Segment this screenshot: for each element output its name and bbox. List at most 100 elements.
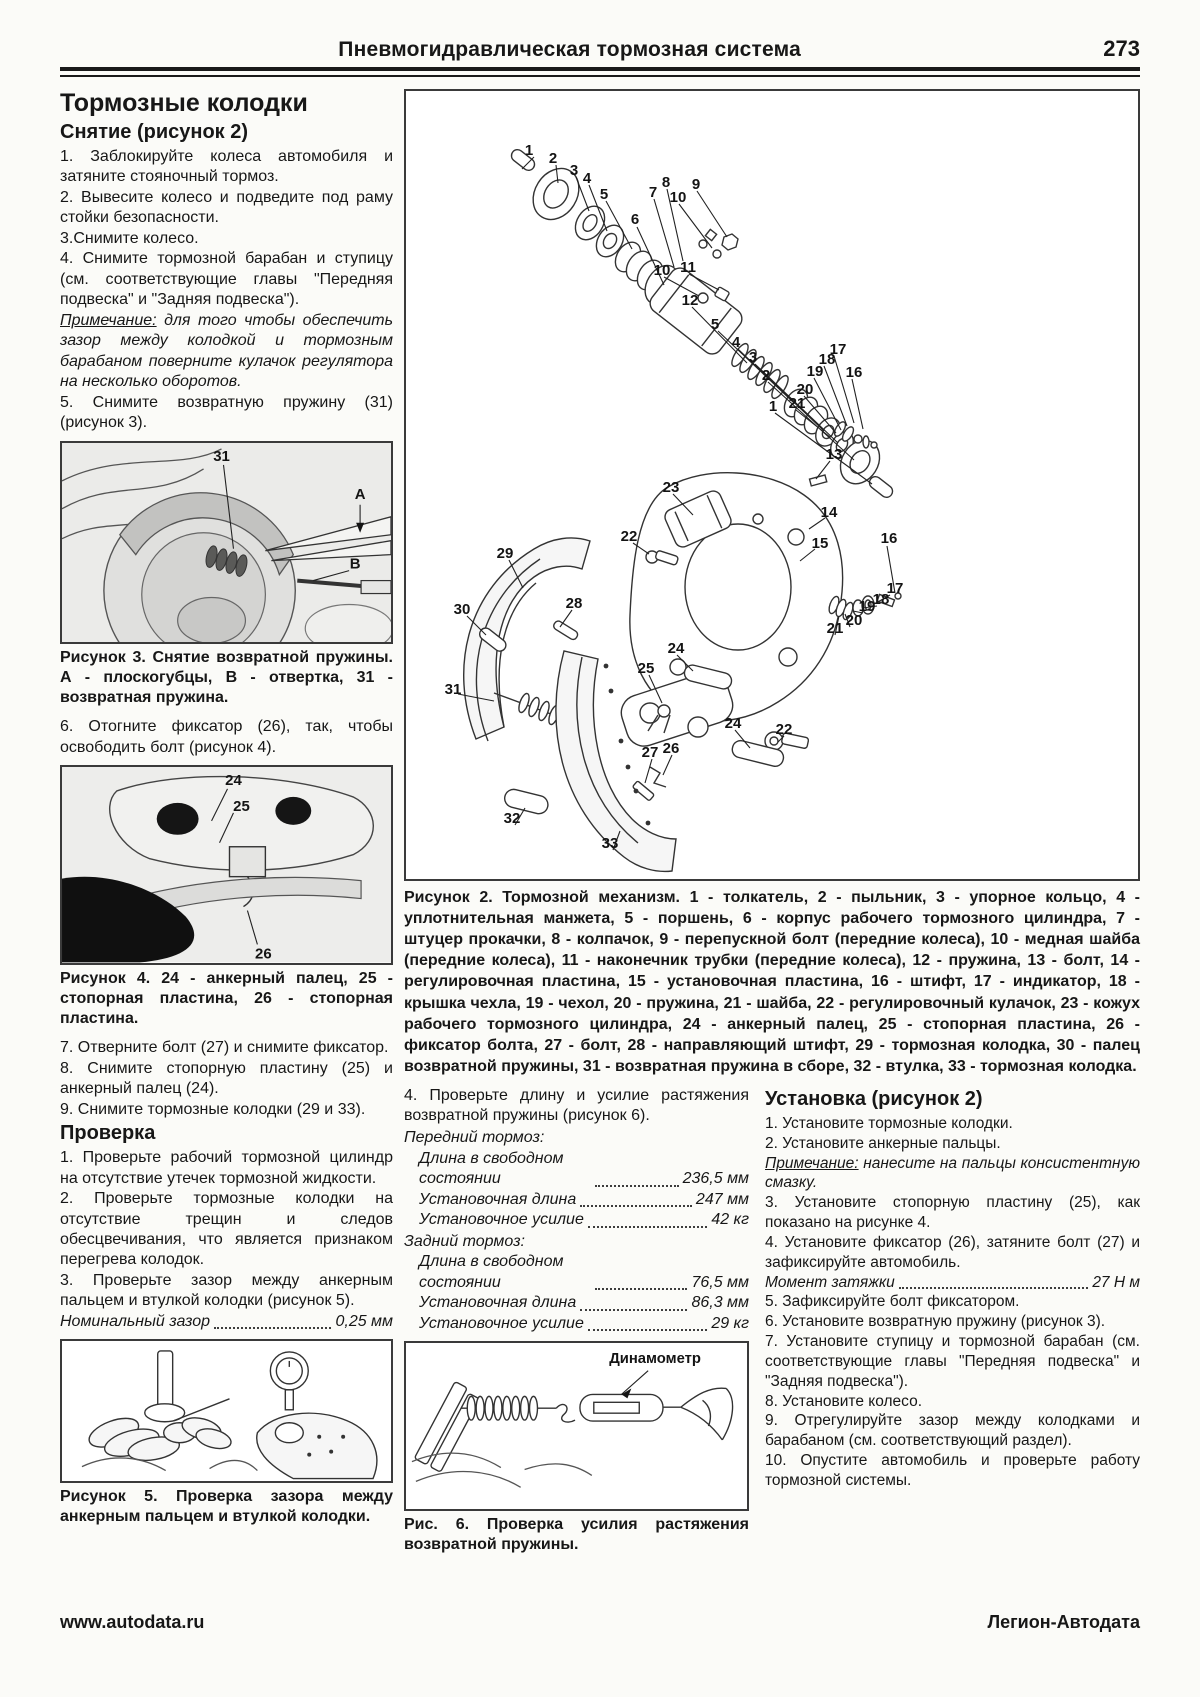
spec-value: 29 кг [711, 1314, 749, 1332]
spec-value: 27 Н м [1092, 1273, 1140, 1291]
check-step: 1. Проверьте рабочий тормозной цилиндр н… [60, 1149, 393, 1187]
spec-label: Момент затяжки [765, 1273, 895, 1291]
check-step: 2. Проверьте тормозные колодки на отсутс… [60, 1190, 393, 1269]
fig2-label: 5 [600, 186, 608, 203]
install-column: Установка (рисунок 2) 1. Установите торм… [765, 1086, 1140, 1565]
fig2-label: 9 [692, 176, 700, 193]
fig2-label: 24 [725, 715, 742, 732]
figure-6-image: Динамометр [406, 1343, 747, 1510]
note-text: для того чтобы обеспечить зазор между ко… [60, 311, 393, 391]
fig2-label: 1 [525, 142, 533, 159]
fig2-label: 8 [662, 174, 670, 191]
header-rule [60, 67, 1140, 77]
removal-step: 9. Снимите тормозные колодки (29 и 33). [60, 1100, 366, 1118]
fig2-label: 18 [819, 351, 836, 368]
check-step: 4. Проверьте длину и усилие растяжения в… [404, 1086, 749, 1125]
page-footer: www.autodata.ru Легион-Автодата [60, 1612, 1140, 1633]
note-label: Примечание: [765, 1154, 859, 1172]
figure-4-caption: Рисунок 4. 24 - анкерный палец, 25 - сто… [60, 969, 393, 1028]
subsection-removal: Снятие (рисунок 2) [60, 121, 249, 143]
spec-value: 86,3 мм [691, 1294, 749, 1312]
subsection-inspection: Проверка [60, 1122, 156, 1145]
spec-value: 76,5 мм [691, 1273, 749, 1291]
note-label: Примечание: [60, 311, 157, 329]
removal-step: 7. Отверните болт (27) и снимите фиксато… [60, 1039, 389, 1057]
fig2-label: 3 [749, 349, 757, 366]
removal-step: 1. Заблокируйте колеса автомобиля и затя… [60, 148, 393, 186]
front-brake-heading: Передний тормоз: [404, 1128, 545, 1146]
fig2-label: 30 [454, 601, 471, 618]
fig3-label: 31 [213, 448, 230, 465]
check-step: 3. Проверьте зазор между анкерным пальце… [60, 1271, 393, 1310]
spec-row: Установочная длина 86,3 мм [404, 1293, 749, 1313]
dynamometer-label: Динамометр [609, 1351, 701, 1367]
figure-5-caption: Рисунок 5. Проверка зазора между анкерны… [60, 1487, 393, 1526]
fig2-label: 28 [566, 595, 583, 612]
spec-row: Установочное усилие 42 кг [404, 1210, 749, 1230]
install-step: 8. Установите колесо. [765, 1392, 923, 1410]
spec-label: Длина в свободном состоянии [419, 1253, 564, 1291]
fig2-label: 17 [830, 341, 847, 358]
dot-leader [580, 1308, 688, 1311]
spec-row: Длина в свободном состоянии 236,5 мм [404, 1149, 749, 1190]
install-step: 4. Установите фиксатор (26), затяните бо… [765, 1233, 1140, 1271]
spec-row: Установочное усилие 29 кг [404, 1314, 749, 1334]
install-step: 3. Установите стопорную пластину (25), к… [765, 1194, 1140, 1232]
install-step: 2. Установите анкерные пальцы. [765, 1134, 1001, 1152]
fig2-label: 5 [711, 316, 719, 333]
fig3-label: A [355, 485, 366, 502]
page-title: Пневмогидравлическая тормозная система [338, 38, 801, 61]
fig2-label: 20 [846, 612, 863, 629]
fig2-label: 4 [583, 170, 592, 187]
fig2-label: 33 [602, 835, 619, 852]
dot-leader [587, 1225, 708, 1228]
fig2-label: 23 [663, 479, 680, 496]
figure-4: 24 25 26 [60, 765, 393, 965]
removal-step: 4. Снимите тормозной барабан и ступицу (… [60, 250, 393, 309]
install-step: 9. Отрегулируйте зазор между колодками и… [765, 1412, 1140, 1450]
fig2-label: 26 [663, 740, 680, 757]
fig4-label: 26 [255, 946, 272, 963]
page-header: Пневмогидравлическая тормозная система 2… [60, 36, 1140, 62]
install-step: 5. Зафиксируйте болт фиксатором. [765, 1293, 1020, 1311]
spec-label: Длина в свободном состоянии [419, 1149, 564, 1188]
fig2-label: 29 [497, 545, 514, 562]
removal-step: 3.Снимите колесо. [60, 229, 199, 247]
fig2-label: 17 [887, 580, 904, 597]
fig2-label: 19 [859, 598, 876, 615]
spec-label: Установочное усилие [419, 1211, 584, 1229]
spec-value: 247 мм [695, 1190, 749, 1208]
removal-step: 6. Отогните фиксатор (26), так, чтобы ос… [60, 718, 393, 756]
lower-columns: 4. Проверьте длину и усилие растяжения в… [404, 1086, 1140, 1565]
dot-leader [595, 1184, 679, 1187]
fig2-label: 11 [680, 259, 696, 276]
fig2-label: 19 [807, 363, 824, 380]
dot-leader [214, 1327, 332, 1330]
page-number: 273 [1103, 36, 1140, 61]
fig3-label: B [350, 555, 361, 572]
fig2-label: 12 [682, 292, 699, 309]
removal-step: 8. Снимите стопорную пластину (25) и анк… [60, 1059, 393, 1098]
figure-5 [60, 1339, 393, 1483]
fig2-label: 1 [769, 398, 777, 415]
spec-label: Установочная длина [419, 1190, 577, 1208]
spec-label: Установочная длина [419, 1294, 577, 1312]
fig2-label: 3 [570, 162, 578, 179]
removal-step: 5. Снимите возвратную пружину (31) (рису… [60, 393, 393, 432]
figure-3: 31 A B [60, 440, 393, 644]
figure-3-caption: Рисунок 3. Снятие возвратной пружины. А … [60, 648, 393, 707]
spec-row: Длина в свободном состоянии 76,5 мм [404, 1252, 749, 1293]
fig2-label: 2 [762, 367, 770, 384]
fig2-label: 21 [789, 395, 806, 412]
figure-6-caption: Рис. 6. Проверка усилия растяжения возвр… [404, 1516, 749, 1554]
spec-nominal-gap: Номинальный зазор 0,25 мм [60, 1312, 393, 1332]
install-note: Примечание: нанесите на пальцы консистен… [765, 1154, 1140, 1194]
install-step: 7. Установите ступицу и тормозной бараба… [765, 1333, 1140, 1390]
fig2-label: 27 [642, 744, 659, 761]
figure-3-image: 31 A B [62, 442, 391, 642]
figure-2-image: 1 2 3 4 5 6 7 8 9 10 10 11 12 5 4 3 2 [406, 91, 1138, 879]
fig2-label: 22 [776, 721, 793, 738]
footer-url: www.autodata.ru [60, 1612, 205, 1632]
spec-value: 236,5 мм [682, 1170, 749, 1188]
